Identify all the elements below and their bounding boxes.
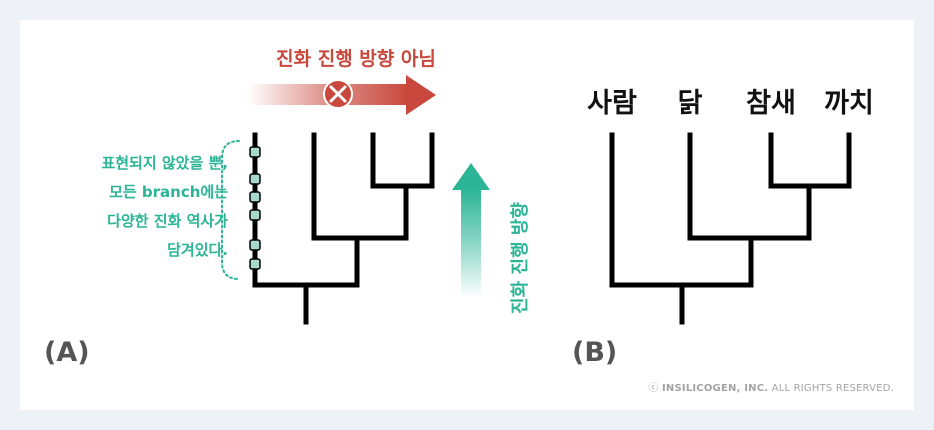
species-label-human: 사람	[587, 88, 637, 119]
note-line-4: 담겨있다.	[167, 241, 228, 259]
diagram-canvas: 진화 진행 방향 아님 표현되지 않았을 뿐, 모든 branch에는 다양한 …	[20, 20, 914, 410]
copyright-notice: ⓒ INSILICOGEN, INC. ALL RIGHTS RESERVED.	[648, 379, 894, 394]
species-label-chicken: 닭	[677, 88, 703, 119]
direction-arrow	[452, 163, 490, 298]
copyright-symbol: ⓒ	[648, 383, 659, 394]
not-direction-label: 진화 진행 방향 아님	[276, 48, 436, 70]
marker	[249, 173, 261, 185]
panel-a-label: (A)	[44, 337, 90, 368]
species-label-magpie: 까치	[824, 88, 874, 119]
marker	[249, 239, 261, 251]
tree-a	[252, 132, 435, 325]
note-line-1: 표현되지 않았을 뿐,	[101, 154, 228, 172]
evolution-markers	[249, 146, 261, 270]
panel-b-label: (B)	[572, 337, 618, 368]
marker	[249, 146, 261, 158]
tree-b	[609, 132, 852, 325]
note-bracket	[221, 140, 240, 280]
note-line-3: 다양한 진화 역사가	[107, 212, 228, 230]
phylogeny-diagram	[221, 75, 852, 325]
species-label-sparrow: 참새	[746, 88, 796, 119]
direction-label: 진화 진행 방향	[510, 202, 531, 314]
marker	[249, 209, 261, 221]
marker	[249, 258, 261, 270]
marker	[249, 191, 261, 203]
x-circle-icon	[323, 79, 353, 109]
copyright-company: INSILICOGEN, INC.	[662, 383, 769, 394]
copyright-rights: ALL RIGHTS RESERVED.	[771, 383, 894, 394]
note-line-2: 모든 branch에는	[109, 183, 228, 201]
